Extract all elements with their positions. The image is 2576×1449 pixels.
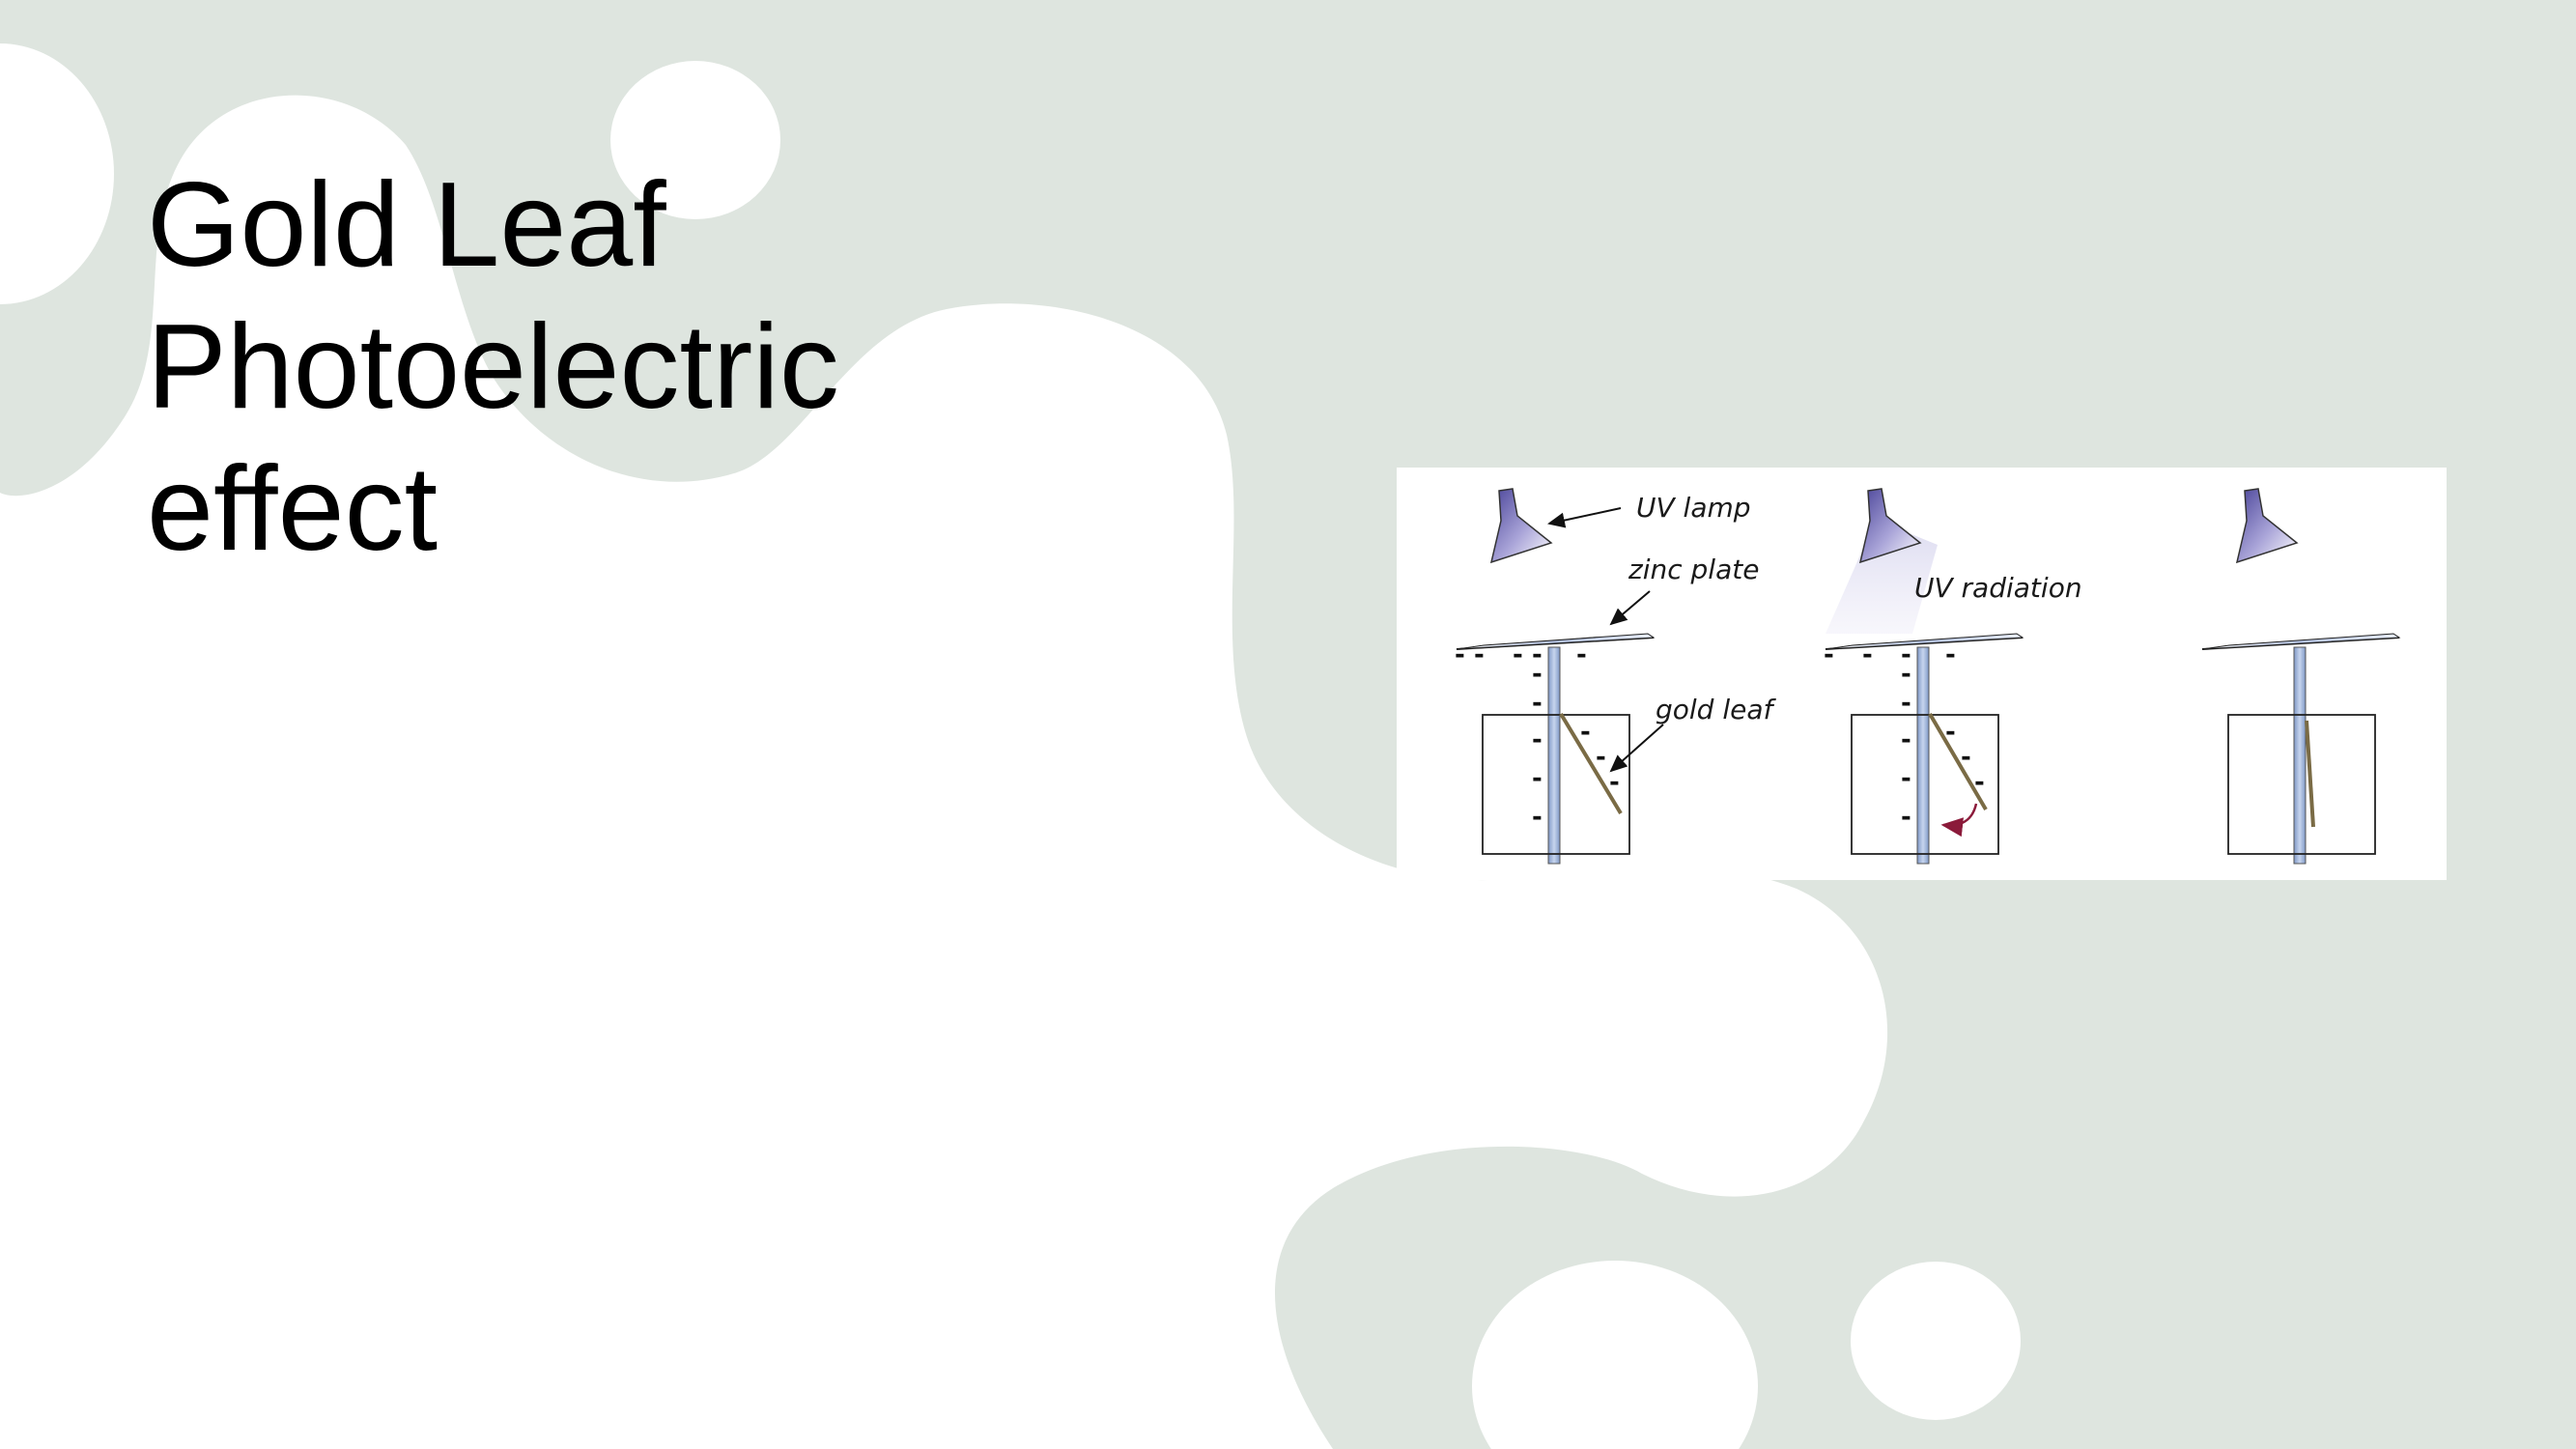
white-circle-bottom-center	[1472, 1261, 1758, 1449]
uv-radiation-beam	[1826, 520, 1938, 634]
svg-text:-: -	[1901, 640, 1911, 669]
uv-lamp-label: UV lamp	[1636, 492, 1751, 524]
uv-lamp-icon-3	[2235, 488, 2299, 564]
svg-text:-: -	[1596, 743, 1606, 772]
negative-charges-2: - - - - - - - - - - - -	[1824, 640, 1985, 832]
zinc-plate-2	[1825, 633, 2024, 650]
svg-text:-: -	[1974, 768, 1985, 797]
svg-text:-: -	[1945, 640, 1956, 669]
zinc-plate-3	[2201, 633, 2401, 650]
svg-text:-: -	[1901, 660, 1911, 689]
title-line-3: effect	[147, 442, 439, 576]
svg-text:-: -	[1513, 640, 1523, 669]
electroscope-box-2	[1851, 714, 1999, 855]
svg-text:-: -	[1901, 725, 1911, 754]
white-blob-large	[0, 0, 1888, 1449]
zinc-plate-label: zinc plate	[1628, 554, 1759, 585]
title-line-2: Photoelectric	[147, 300, 839, 434]
electroscope-box-3	[2227, 714, 2376, 855]
uv-radiation-label: UV radiation	[1914, 572, 2082, 604]
svg-text:-: -	[1576, 640, 1587, 669]
uv-lamp-icon-2	[1858, 488, 1922, 564]
svg-text:-: -	[1901, 689, 1911, 718]
uv-lamp-icon	[1489, 488, 1553, 564]
svg-text:-: -	[1901, 803, 1911, 832]
title-line-1: Gold Leaf	[147, 158, 666, 292]
gold-leaf	[1559, 712, 1623, 815]
svg-text:-: -	[1532, 689, 1543, 718]
svg-text:-: -	[1532, 660, 1543, 689]
svg-text:-: -	[1609, 768, 1620, 797]
negative-charges: - - - - - - - - - - - - -	[1455, 640, 1620, 832]
white-circle-left	[0, 43, 114, 304]
gold-leaf-pointer	[1609, 724, 1664, 773]
electroscope-rod	[1547, 646, 1561, 865]
svg-text:-: -	[1532, 725, 1543, 754]
gold-leaf-2	[1928, 712, 1988, 811]
gold-leaf-3	[2305, 720, 2315, 828]
gold-leaf-electroscope-figure: UV lamp zinc plate gold leaf - - - - -	[1397, 468, 2447, 880]
svg-text:-: -	[1824, 640, 1834, 669]
svg-text:-: -	[1532, 803, 1543, 832]
svg-text:-: -	[1901, 764, 1911, 793]
panel-discharged	[2201, 488, 2401, 865]
svg-text:-: -	[1862, 640, 1873, 669]
leaf-falling-arrow	[1940, 803, 1978, 838]
electroscope-box	[1482, 714, 1630, 855]
gold-leaf-label: gold leaf	[1656, 694, 1777, 725]
white-circle-top	[610, 61, 780, 219]
svg-text:-: -	[1532, 764, 1543, 793]
svg-text:-: -	[1455, 640, 1465, 669]
electroscope-diagram: UV lamp zinc plate gold leaf - - - - -	[1455, 488, 2401, 865]
white-circle-bottom-right	[1851, 1262, 2021, 1420]
slide-title: Gold Leaf Photoelectric effect	[147, 155, 1016, 581]
svg-text:-: -	[1580, 718, 1591, 747]
svg-text:-: -	[1945, 718, 1956, 747]
panel-charged: UV lamp zinc plate gold leaf - - - - -	[1455, 488, 1777, 865]
electroscope-rod-2	[1916, 646, 1930, 865]
zinc-plate-pointer	[1609, 590, 1651, 626]
panel-uv-radiation: UV radiation - - - - - - - - - -	[1824, 488, 2082, 865]
svg-text:-: -	[1532, 640, 1543, 669]
electroscope-rod-3	[2293, 646, 2307, 865]
svg-text:-: -	[1474, 640, 1485, 669]
svg-text:-: -	[1961, 743, 1971, 772]
uv-lamp-pointer	[1547, 507, 1622, 528]
